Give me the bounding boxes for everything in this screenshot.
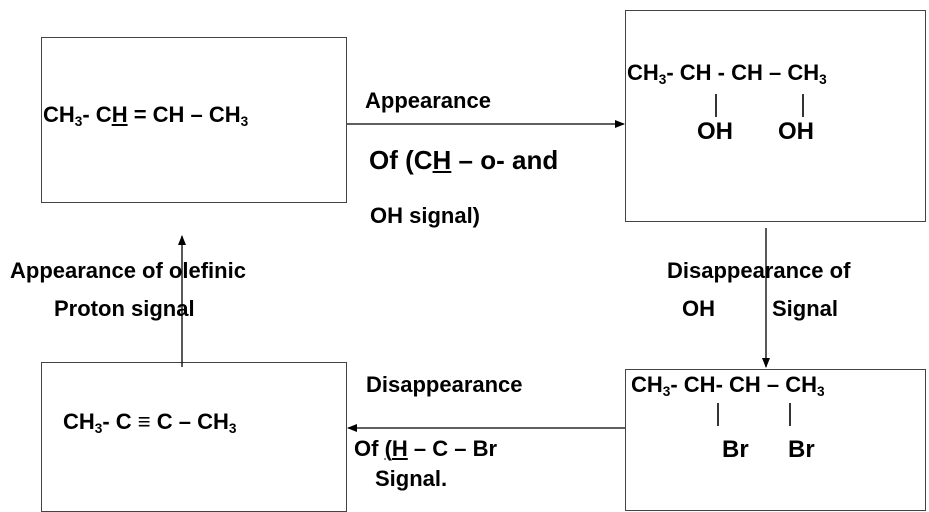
alkene-box (41, 37, 347, 203)
dibromide-formula: CH3- CH- CH – CH3 (631, 372, 825, 399)
dibromide-br-left: Br (722, 436, 749, 463)
alkyne-formula: CH3- C ≡ C – CH3 (63, 409, 237, 436)
diol-formula: CH3- CH - CH – CH3 (627, 60, 827, 87)
left-label-line2: Proton signal (54, 296, 195, 321)
diol-oh-right: OH (778, 118, 814, 145)
top-label-line2: Of (CH – o- and (369, 145, 559, 175)
bottom-label-line2: Of (H – C – Br (354, 436, 498, 461)
diol-box (625, 10, 926, 222)
left-label-line1: Appearance of olefinic (10, 258, 246, 283)
bottom-label-line1: Disappearance (366, 372, 523, 397)
alkyne-box (41, 362, 347, 512)
top-label-line1: Appearance (365, 88, 491, 113)
diol-oh-left: OH (697, 118, 733, 145)
right-label-line2-oh: OH (682, 296, 715, 321)
right-label-line2-signal: Signal (772, 296, 839, 321)
right-label-line1: Disappearance of (667, 258, 851, 283)
alkene-formula: CH3- CH = CH – CH3 (43, 102, 249, 129)
bottom-label-line3: Signal. (375, 466, 448, 491)
dibromide-br-right: Br (788, 436, 815, 463)
top-label-line3: OH signal) (370, 203, 481, 228)
